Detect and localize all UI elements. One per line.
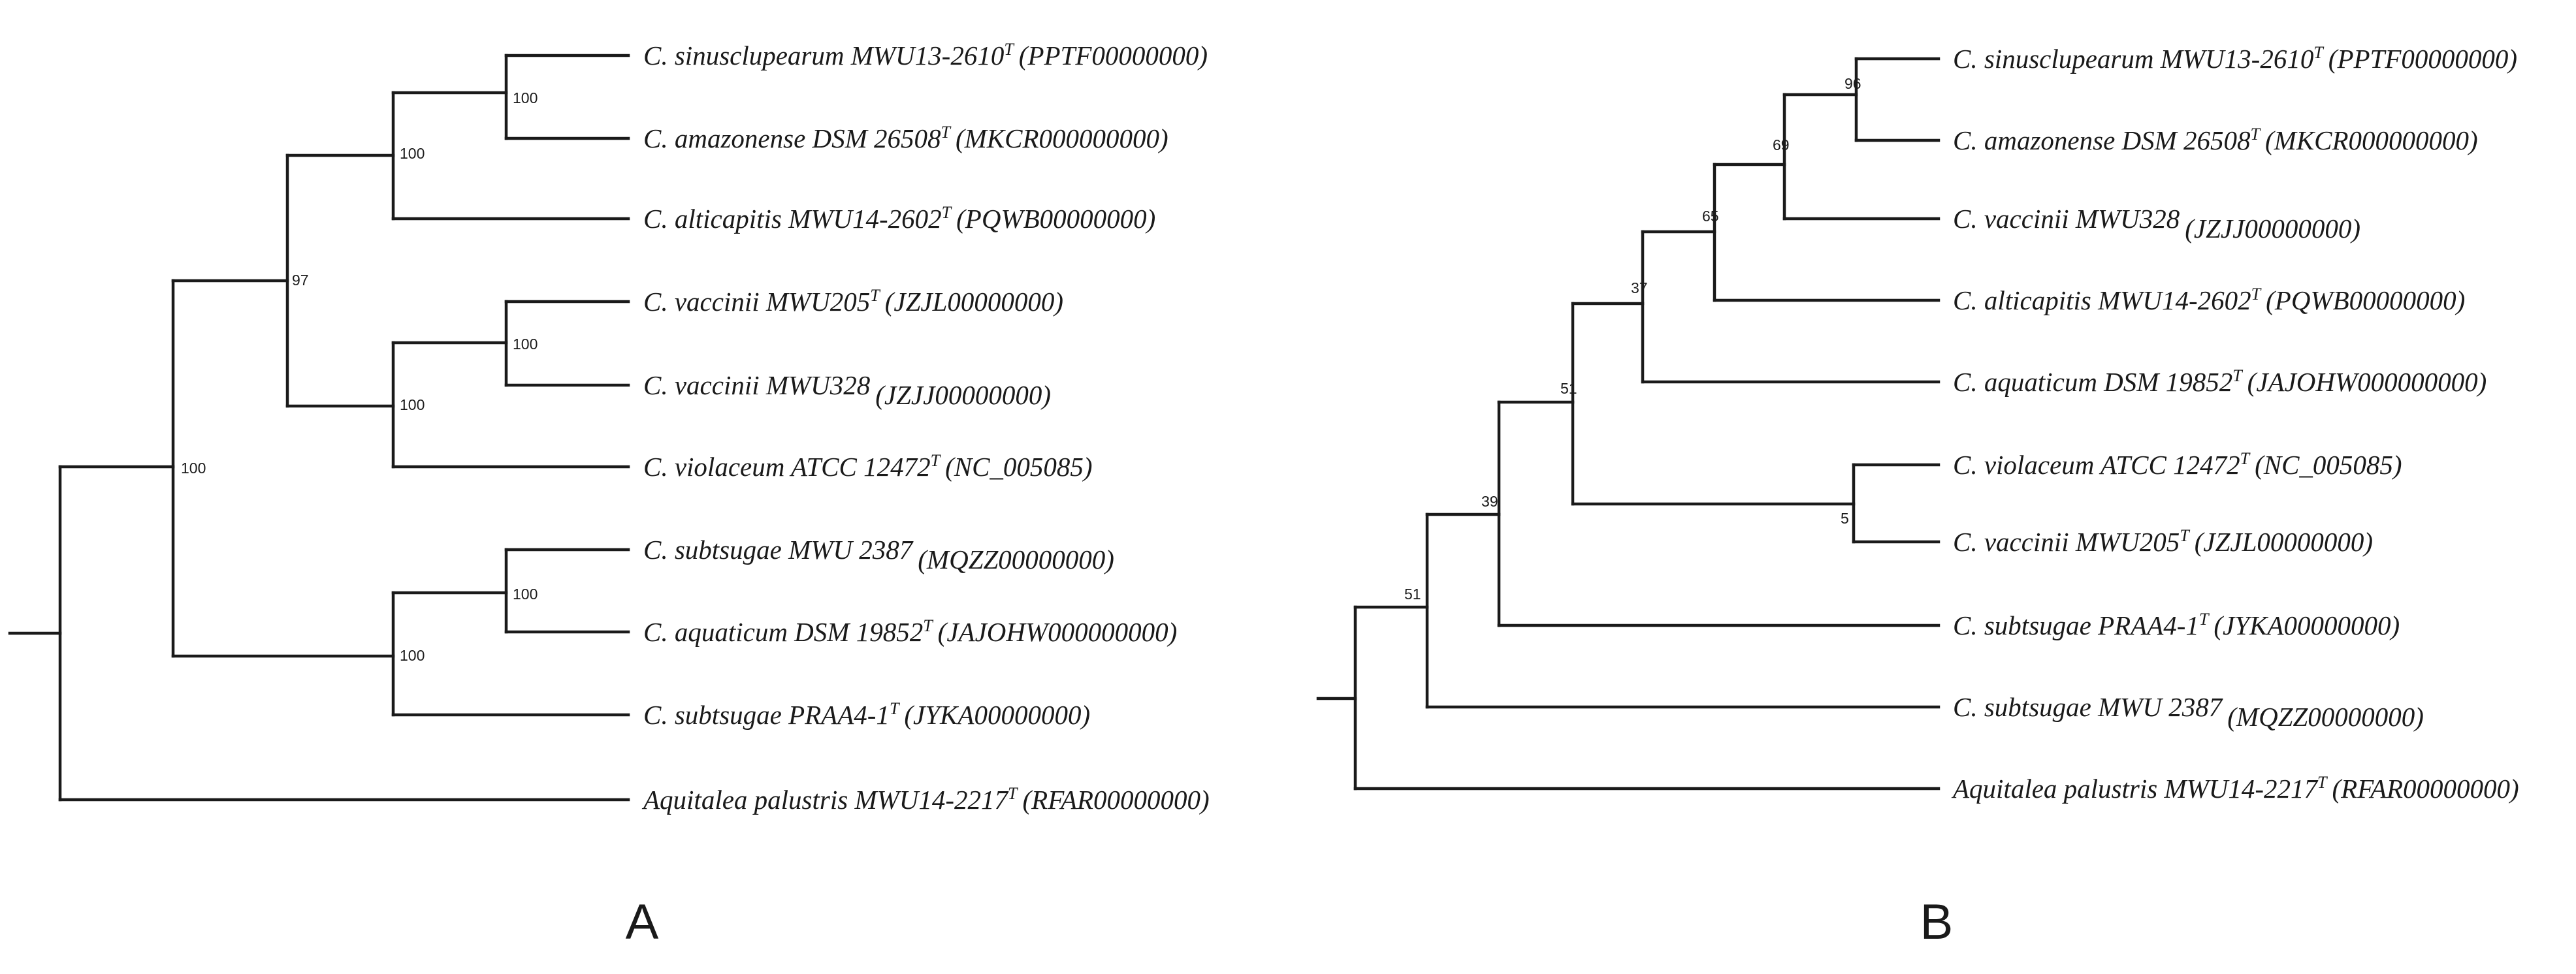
support-value: 100 <box>513 89 538 106</box>
taxon-label: C. vaccinii MWU205T(JZJL00000000) <box>643 286 1063 317</box>
taxon-label: C. sinusclupearum MWU13-2610T(PPTF000000… <box>1953 43 2517 74</box>
tree-b: 96 69 65 37 5 51 39 51 C. sinusclupearum… <box>1316 43 2519 950</box>
taxon-label: C. alticapitis MWU14-2602T(PQWB00000000) <box>643 203 1155 234</box>
taxon-label: C. violaceum ATCC 12472T(NC_005085) <box>1953 449 2402 480</box>
tree-a-taxa: C. sinusclupearum MWU13-2610T(PPTF000000… <box>641 40 1210 815</box>
tree-b-taxa: C. sinusclupearum MWU13-2610T(PPTF000000… <box>1951 43 2519 804</box>
tree-b-branches <box>1316 57 1940 791</box>
taxon-label: C. aquaticum DSM 19852T(JAJOHW000000000) <box>643 616 1177 647</box>
support-value: 69 <box>1773 136 1790 153</box>
taxon-label: C. vaccinii MWU328(JZJJ00000000) <box>1953 204 2360 244</box>
taxon-label: C. sinusclupearum MWU13-2610T(PPTF000000… <box>643 40 1208 71</box>
panel-label-a: A <box>626 894 659 950</box>
tree-a: 100 100 97 100 100 100 100 100 C. sinusc… <box>8 40 1210 950</box>
support-value: 96 <box>1844 75 1861 92</box>
taxon-label: C. subtsugae PRAA4-1T(JYKA00000000) <box>1953 610 2400 640</box>
support-value: 65 <box>1702 208 1719 225</box>
support-value: 100 <box>400 145 425 162</box>
taxon-label: C. subtsugae MWU 2387(MQZZ00000000) <box>643 535 1114 574</box>
support-value: 100 <box>513 586 538 603</box>
tree-a-support-values: 100 100 97 100 100 100 100 100 <box>181 89 538 664</box>
support-value: 37 <box>1631 279 1648 296</box>
taxon-label: C. vaccinii MWU205T(JZJL00000000) <box>1953 526 2373 557</box>
support-value: 100 <box>400 396 425 413</box>
taxon-label: C. aquaticum DSM 19852T(JAJOHW000000000) <box>1953 366 2487 397</box>
support-value: 39 <box>1481 493 1498 510</box>
taxon-label: Aquitalea palustris MWU14-2217T(RFAR0000… <box>641 784 1210 815</box>
support-value: 100 <box>181 460 206 477</box>
taxon-label: C. alticapitis MWU14-2602T(PQWB00000000) <box>1953 285 2465 315</box>
tree-b-support-values: 96 69 65 37 5 51 39 51 <box>1404 75 1861 603</box>
support-value: 100 <box>400 647 425 664</box>
support-value: 5 <box>1841 510 1849 527</box>
taxon-label: Aquitalea palustris MWU14-2217T(RFAR0000… <box>1951 773 2519 804</box>
taxon-label: C. subtsugae MWU 2387(MQZZ00000000) <box>1953 692 2424 732</box>
taxon-label: C. subtsugae PRAA4-1T(JYKA00000000) <box>643 699 1090 730</box>
support-value: 51 <box>1560 380 1577 397</box>
support-value: 51 <box>1404 586 1421 603</box>
taxon-label: C. violaceum ATCC 12472T(NC_005085) <box>643 451 1093 482</box>
tree-a-branches <box>8 54 630 802</box>
support-value: 97 <box>292 272 309 289</box>
panel-label-b: B <box>1920 894 1954 950</box>
taxon-label: C. vaccinii MWU328(JZJJ00000000) <box>643 370 1051 410</box>
taxon-label: C. amazonense DSM 26508T(MKCR000000000) <box>643 123 1168 153</box>
taxon-label: C. amazonense DSM 26508T(MKCR000000000) <box>1953 125 2478 155</box>
support-value: 100 <box>513 336 538 353</box>
